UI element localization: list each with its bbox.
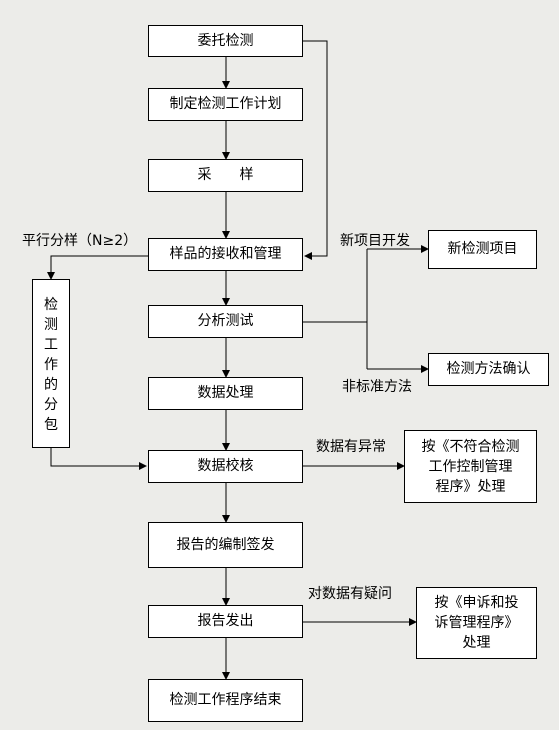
node-verify: 数据校核	[148, 450, 303, 483]
subcontract-char: 分	[44, 396, 58, 413]
node-analysis-label: 分析测试	[197, 313, 254, 329]
subcontract-char: 检	[44, 296, 58, 313]
node-compile-label: 报告的编制签发	[176, 536, 275, 553]
nonconform-line: 程序》处理	[435, 478, 506, 495]
node-verify-label: 数据校核	[197, 458, 254, 474]
label-parallel: 平行分样（N≥2）	[22, 233, 138, 249]
node-end-label: 检测工作程序结束	[169, 692, 282, 708]
node-complaint: 按《申诉和投 诉管理程序》 处理	[416, 587, 537, 659]
node-issue-label: 报告发出	[197, 613, 254, 629]
node-method-confirm-label: 检测方法确认	[446, 361, 531, 377]
complaint-line: 按《申诉和投	[434, 595, 519, 611]
node-new-item-label: 新检测项目	[447, 241, 518, 257]
subcontract-char: 工	[44, 336, 58, 353]
node-receive-label: 样品的接收和管理	[169, 246, 282, 262]
subcontract-char: 测	[44, 316, 58, 333]
arrow-receive-to-subcontract	[47, 255, 148, 280]
node-subcontract: 检 测 工 作 的 分 包	[32, 279, 70, 448]
node-entrust-label: 委托检测	[197, 32, 254, 49]
label-anomaly: 数据有异常	[316, 439, 386, 455]
node-sampling: 采 样	[148, 159, 303, 192]
node-new-item: 新检测项目	[428, 230, 537, 269]
subcontract-char: 作	[44, 356, 58, 373]
subcontract-char: 包	[44, 416, 58, 433]
node-method-confirm: 检测方法确认	[428, 353, 549, 386]
node-processing-label: 数据处理	[197, 385, 254, 401]
arrow-entrust-to-receive	[303, 40, 328, 260]
label-nonstandard: 非标准方法	[342, 379, 412, 395]
label-new-dev: 新项目开发	[340, 233, 410, 249]
node-compile: 报告的编制签发	[148, 522, 303, 568]
node-plan-label: 制定检测工作计划	[169, 96, 282, 112]
node-plan: 制定检测工作计划	[148, 88, 303, 121]
nonconform-line: 按《不符合检测	[421, 438, 520, 455]
subcontract-char: 的	[44, 376, 58, 393]
node-nonconform: 按《不符合检测 工作控制管理 程序》处理	[404, 430, 537, 503]
label-doubt: 对数据有疑问	[308, 586, 392, 602]
node-entrust: 委托检测	[148, 25, 303, 57]
node-processing: 数据处理	[148, 377, 303, 410]
complaint-line: 处理	[462, 635, 491, 651]
nonconform-line: 工作控制管理	[428, 458, 513, 475]
node-end: 检测工作程序结束	[148, 679, 303, 722]
arrow-subcontract-to-verify	[50, 448, 147, 470]
node-issue: 报告发出	[148, 605, 303, 638]
node-sampling-label: 采 样	[197, 167, 254, 183]
node-analysis: 分析测试	[148, 305, 303, 338]
complaint-line: 诉管理程序》	[434, 615, 519, 631]
node-receive: 样品的接收和管理	[148, 238, 303, 271]
